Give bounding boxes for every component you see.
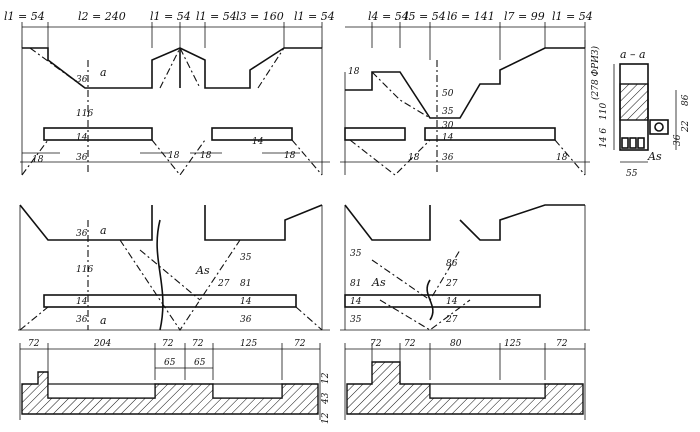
bottom-left-plan — [19, 343, 321, 420]
dim-14-b: 14 — [252, 137, 264, 147]
dim-36-g: 36 — [240, 315, 252, 325]
section-note: (278 ФРИЗ) — [590, 45, 601, 100]
dim-l1-d: l1 = 54 — [294, 10, 335, 23]
middle-right-labels: 35 81 14 35 86 27 14 27 As — [350, 249, 458, 325]
dim-14-d: 14 — [76, 297, 88, 307]
rebar-label-right: As — [371, 276, 386, 289]
dim-18-c: 18 — [200, 151, 212, 161]
dim-l7: l7 = 99 — [504, 10, 545, 23]
dim-30: 30 — [442, 121, 454, 131]
mark-a-lower: a — [100, 314, 107, 327]
dim-72-d: 72 — [294, 339, 306, 349]
dim-116: 116 — [76, 109, 93, 119]
bottom-left-labels: 72 204 72 72 125 72 65 65 12 43 12 — [28, 339, 331, 424]
dim-125: 125 — [240, 339, 257, 349]
dim-18-g: 18 — [556, 153, 568, 163]
top-left-elevation — [20, 22, 330, 176]
dim-36: 36 — [76, 75, 88, 85]
dim-72-f: 72 — [404, 339, 416, 349]
dim-22: 22 — [681, 120, 691, 133]
dim-55: 55 — [626, 169, 638, 179]
dim-l3: l3 = 160 — [236, 10, 284, 23]
mark-a-upper: a — [100, 224, 107, 237]
dim-110: 110 — [599, 103, 609, 120]
dim-36-e: 36 — [76, 229, 88, 239]
dim-l2: l2 = 240 — [78, 10, 126, 23]
rebar-label-section: As — [647, 150, 662, 163]
dim-50: 50 — [442, 89, 454, 99]
dim-14-f: 14 — [350, 297, 362, 307]
dim-65-b: 65 — [194, 358, 206, 368]
bottom-right-plan — [344, 343, 586, 420]
dim-l1-c: l1 = 54 — [196, 10, 237, 23]
dim-72-e: 72 — [370, 339, 382, 349]
dim-14: 14 — [76, 133, 88, 143]
middle-left-elevation — [18, 204, 330, 331]
dim-72-a: 72 — [28, 339, 40, 349]
dim-35-b: 35 — [240, 253, 252, 263]
dim-86-b: 86 — [446, 259, 458, 269]
middle-right-elevation — [340, 204, 590, 331]
dim-18-b: 18 — [168, 151, 180, 161]
section-labels: a – a (278 ФРИЗ) 110 14 6 86 22 36 55 As — [590, 45, 691, 179]
top-right-elevation — [340, 22, 590, 176]
dim-86: 86 — [681, 94, 691, 106]
dim-l1-b: l1 = 54 — [150, 10, 191, 23]
dim-14-e: 14 — [240, 297, 252, 307]
top-right-labels: l4 = 54 l5 = 54 l6 = 141 l7 = 99 l1 = 54… — [348, 10, 593, 163]
dim-36-c: 36 — [442, 153, 454, 163]
dim-27-c: 27 — [445, 315, 458, 325]
dim-72-g: 72 — [556, 339, 568, 349]
top-left-labels: l1 = 54 l2 = 240 l1 = 54 l1 = 54 l3 = 16… — [4, 10, 335, 165]
dim-81-b: 81 — [350, 279, 361, 289]
dim-36-d: 36 — [673, 134, 683, 146]
dim-14-6: 14 6 — [599, 128, 609, 148]
dim-125-b: 125 — [504, 339, 521, 349]
dim-12-b: 12 — [321, 412, 331, 424]
dim-14-g: 14 — [446, 297, 458, 307]
dim-18-d: 18 — [284, 151, 296, 161]
dim-27: 27 — [217, 279, 230, 289]
dim-14-c: 14 — [442, 133, 454, 143]
dim-72-c: 72 — [192, 339, 204, 349]
dim-204: 204 — [93, 339, 111, 349]
dim-72-b: 72 — [162, 339, 174, 349]
rebar-label-left: As — [195, 264, 210, 277]
dim-l1-a: l1 = 54 — [4, 10, 45, 23]
dim-18-f: 18 — [408, 153, 420, 163]
dim-18-a: 18 — [32, 155, 44, 165]
dim-l4: l4 = 54 — [368, 10, 409, 23]
dim-35-c: 35 — [350, 249, 362, 259]
middle-left-labels: a a 36 116 36 14 35 81 27 14 36 As — [76, 224, 252, 327]
dim-35-d: 35 — [350, 315, 362, 325]
dim-43: 43 — [321, 392, 331, 405]
dim-35: 35 — [442, 107, 454, 117]
dim-36-f: 36 — [76, 315, 88, 325]
dim-l5: l5 = 54 — [405, 10, 446, 23]
dim-18-e: 18 — [348, 67, 360, 77]
dim-36-b: 36 — [76, 153, 88, 163]
dim-27-b: 27 — [445, 279, 458, 289]
dim-l1-e: l1 = 54 — [552, 10, 593, 23]
section-title: a – a — [620, 48, 646, 61]
dim-116-b: 116 — [76, 265, 93, 275]
dim-81: 81 — [240, 279, 251, 289]
dim-12-a: 12 — [321, 372, 331, 384]
bottom-right-labels: 72 72 80 125 72 — [370, 339, 568, 349]
dim-65-a: 65 — [164, 358, 176, 368]
section-a-a — [613, 63, 677, 163]
dim-80: 80 — [450, 339, 462, 349]
dim-l6: l6 = 141 — [447, 10, 495, 23]
section-mark-a: a — [100, 66, 107, 79]
